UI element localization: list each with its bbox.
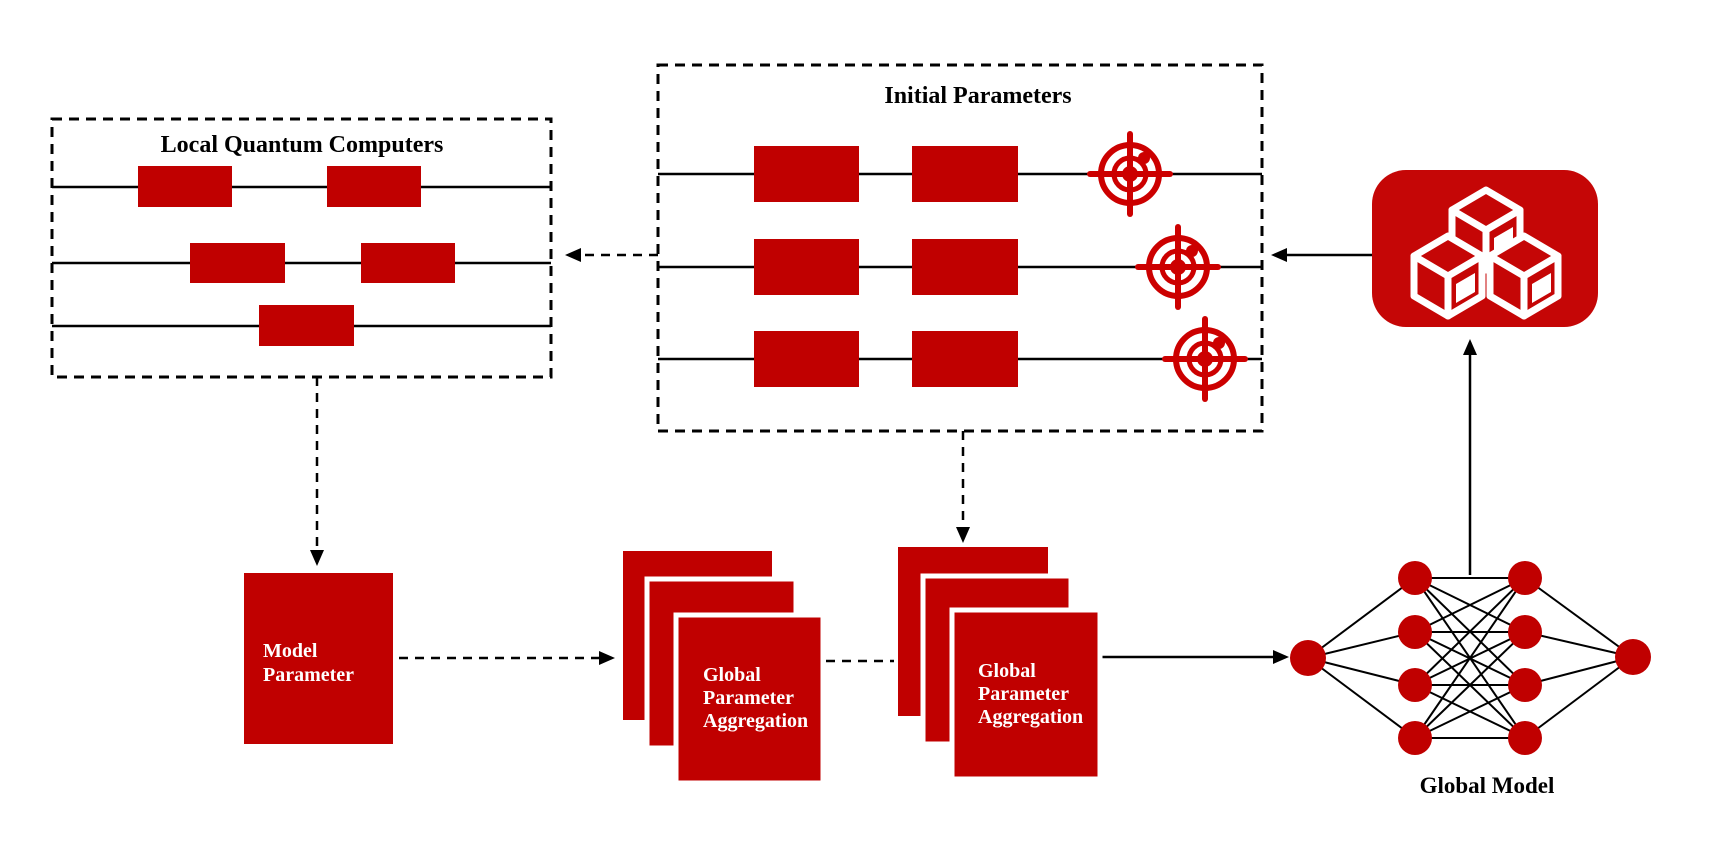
- quantum-gate: [912, 239, 1018, 295]
- quantum-gate: [912, 146, 1018, 202]
- local-box-title: Local Quantum Computers: [161, 132, 444, 158]
- global-model-network: Global Model: [1290, 561, 1651, 798]
- quantum-gate: [754, 239, 859, 295]
- aggregation-left-line2: Parameter: [703, 687, 794, 709]
- quantum-gate: [754, 331, 859, 387]
- aggregation-left-line3: Aggregation: [703, 710, 808, 732]
- stack-sheet-front: [673, 612, 826, 786]
- nn-nodes: [1290, 561, 1651, 755]
- target-icon: [1135, 224, 1221, 310]
- nn-hidden-node: [1508, 615, 1542, 649]
- quantum-gate: [912, 331, 1018, 387]
- model-parameter-label-line2: Parameter: [263, 664, 354, 686]
- nn-input-node: [1290, 640, 1326, 676]
- aggregation-right-line3: Aggregation: [978, 706, 1083, 728]
- local-quantum-computers-box: Local Quantum Computers: [50, 117, 553, 379]
- quantum-gate: [138, 166, 232, 207]
- quantum-gate: [259, 305, 354, 346]
- target-icon: [1087, 131, 1173, 217]
- nn-hidden-node: [1508, 721, 1542, 755]
- nn-hidden-node: [1398, 615, 1432, 649]
- model-parameter-label-line1: Model: [263, 640, 318, 662]
- initial-box-border: [656, 63, 1264, 433]
- nn-edges: [1307, 577, 1634, 739]
- nn-hidden-node: [1398, 561, 1432, 595]
- initial-parameters-box: Initial Parameters: [656, 63, 1264, 433]
- global-model-label: Global Model: [1420, 773, 1555, 798]
- aggregation-right-line2: Parameter: [978, 683, 1069, 705]
- stack-sheet-front: [949, 607, 1103, 782]
- nn-output-node: [1615, 639, 1651, 675]
- aggregation-right-line1: Global: [978, 660, 1036, 682]
- target-icon: [1162, 316, 1248, 402]
- nn-hidden-node: [1508, 668, 1542, 702]
- quantum-gate: [754, 146, 859, 202]
- nn-hidden-node: [1398, 721, 1432, 755]
- model-parameter-background: [244, 573, 393, 744]
- quantum-gate: [190, 243, 285, 283]
- quantum-gate: [361, 243, 455, 283]
- aggregation-stack-right: Global Parameter Aggregation: [898, 547, 1103, 782]
- initial-box-title: Initial Parameters: [884, 83, 1071, 109]
- aggregation-stack-left: Global Parameter Aggregation: [623, 551, 826, 786]
- model-parameter-box: Model Parameter: [244, 573, 393, 744]
- local-box-border: [50, 117, 553, 379]
- nn-hidden-node: [1398, 668, 1432, 702]
- cubes-icon: [1410, 186, 1562, 320]
- quantum-gate: [327, 166, 421, 207]
- nn-hidden-node: [1508, 561, 1542, 595]
- cubes-box: [1372, 170, 1598, 327]
- aggregation-left-line1: Global: [703, 664, 761, 686]
